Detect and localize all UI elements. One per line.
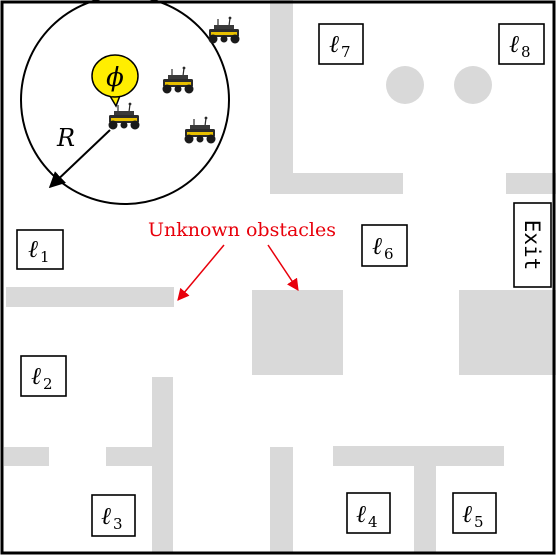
svg-text:2: 2 [43,375,53,393]
svg-text:ℓ: ℓ [356,500,366,528]
wall-lower-vertical-left [152,377,173,552]
wall-lower-horizontal-right [333,446,504,466]
location-label-l5: ℓ 5 [452,492,497,534]
location-label-l6: ℓ 6 [361,224,408,267]
exit-text: Exit [520,220,544,271]
pillar-left [386,66,424,104]
robot-icon [183,115,217,145]
location-label-l2: ℓ 2 [20,355,67,397]
location-label-l1: ℓ 1 [16,229,64,270]
svg-text:ℓ: ℓ [329,30,339,58]
svg-text:7: 7 [341,43,351,61]
location-label-l3: ℓ 3 [91,494,136,537]
wall-lower-vertical-right [414,466,436,552]
annotation-text: Unknown obstacles [148,219,336,241]
radius-arrow [48,129,111,189]
speech-bubble: ϕ [91,54,139,108]
unknown-obstacles-annotation: Unknown obstacles [148,219,336,301]
robot-icon [207,16,241,45]
range-circle [20,0,230,205]
wall-upper-horizontal [293,173,403,194]
walls [4,0,556,552]
robot-icon [161,65,195,95]
svg-text:1: 1 [40,248,50,266]
svg-text:ℓ: ℓ [462,500,472,528]
pillar-right [454,66,492,104]
robot-icon [107,101,141,131]
svg-text:5: 5 [474,513,484,531]
wall-right-stub [506,173,556,194]
obstacle-right-block [459,290,556,375]
location-labels: ℓ 1 ℓ 2 ℓ 3 ℓ 4 ℓ 5 ℓ 6 ℓ [16,23,545,537]
svg-text:ℓ: ℓ [101,502,111,530]
wall-left-horizontal [6,287,174,307]
wall-top-vertical [270,0,293,194]
wall-lower-left-stub [4,447,49,466]
wall-lower-vertical-center [270,447,293,552]
svg-text:3: 3 [113,515,123,533]
wall-lower-mid-stub [106,447,152,466]
communication-range: R [20,0,230,205]
radius-label: R [56,124,75,152]
svg-text:6: 6 [384,245,394,263]
svg-text:8: 8 [521,43,531,61]
annotation-arrow-left [177,244,225,301]
svg-text:ℓ: ℓ [31,362,41,390]
obstacle-center-block [252,290,343,375]
location-label-l4: ℓ 4 [346,492,391,534]
exit-label: Exit [513,202,552,288]
location-label-l8: ℓ 8 [498,23,545,65]
svg-text:ℓ: ℓ [372,232,382,260]
speech-symbol: ϕ [106,63,124,93]
svg-text:4: 4 [368,513,378,531]
location-label-l7: ℓ 7 [318,23,364,65]
annotation-arrow-right [267,244,299,291]
svg-text:ℓ: ℓ [509,30,519,58]
svg-text:ℓ: ℓ [28,235,38,263]
